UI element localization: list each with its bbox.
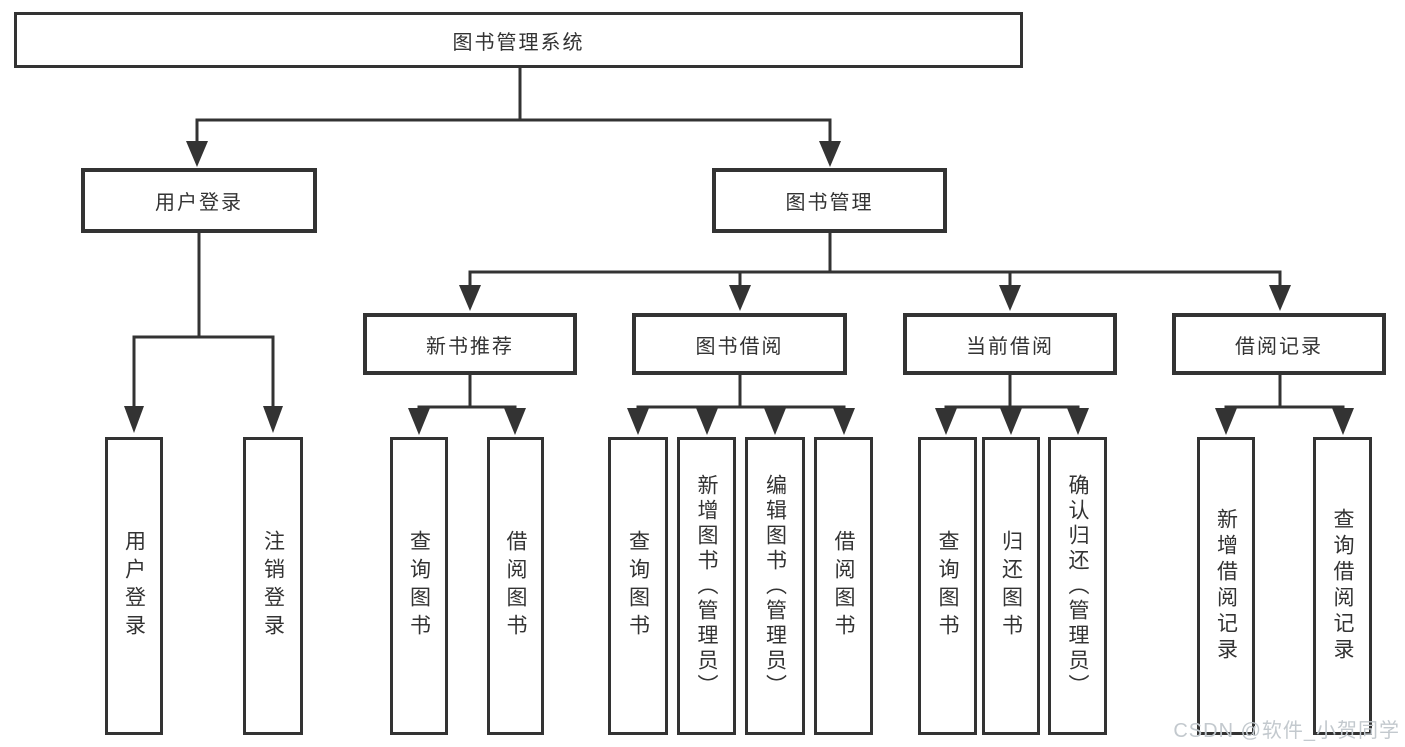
leaf-borrow-books-borrowing: 借阅图书 (814, 437, 873, 735)
node-book-borrowing-label: 图书借阅 (695, 335, 784, 358)
node-new-book-recommend-label: 新书推荐 (426, 335, 514, 358)
leaf-confirm-return-admin: 确认归还（管理员） (1048, 437, 1107, 735)
node-current-borrowing: 当前借阅 (903, 313, 1117, 375)
node-borrowing-records-label: 借阅记录 (1235, 335, 1323, 358)
leaf-logout-label: 注销登录 (261, 530, 285, 642)
leaf-query-books-borrowing-label: 查询图书 (626, 530, 650, 642)
leaf-query-borrow-record: 查询借阅记录 (1313, 437, 1372, 735)
node-borrowing-records: 借阅记录 (1172, 313, 1386, 375)
leaf-borrow-books-borrowing-label: 借阅图书 (832, 530, 855, 642)
leaf-query-books-recommend-label: 查询图书 (407, 530, 431, 642)
leaf-borrow-books-recommend: 借阅图书 (487, 437, 544, 735)
node-user-login: 用户登录 (81, 168, 317, 233)
node-current-borrowing-label: 当前借阅 (966, 335, 1054, 358)
leaf-user-login-label: 用户登录 (122, 530, 146, 642)
node-user-login-label: 用户登录 (155, 192, 243, 214)
node-book-management-label: 图书管理 (785, 192, 874, 214)
leaf-add-borrow-record-label: 新增借阅记录 (1214, 508, 1238, 664)
leaf-confirm-return-admin-label: 确认归还（管理员） (1066, 473, 1089, 699)
connector-borrowing-records-branch (1224, 373, 1345, 409)
node-book-management: 图书管理 (712, 168, 947, 233)
leaf-add-borrow-record: 新增借阅记录 (1197, 437, 1255, 735)
leaf-logout: 注销登录 (243, 437, 303, 735)
node-new-book-recommend: 新书推荐 (363, 313, 577, 375)
node-root-label: 图书管理系统 (452, 31, 585, 54)
connector-user-login-branch (132, 230, 275, 410)
leaf-add-book-admin-label: 新增图书（管理员） (695, 473, 718, 699)
leaf-return-books-label: 归还图书 (999, 530, 1023, 642)
leaf-edit-book-admin: 编辑图书（管理员） (745, 437, 805, 735)
leaf-query-borrow-record-label: 查询借阅记录 (1331, 508, 1354, 664)
leaf-query-books-recommend: 查询图书 (390, 437, 448, 735)
connector-book-borrowing-branch (636, 373, 846, 409)
node-root: 图书管理系统 (14, 12, 1023, 68)
leaf-user-login: 用户登录 (105, 437, 163, 735)
leaf-return-books: 归还图书 (982, 437, 1040, 735)
watermark-text: CSDN @软件_小贺同学 (1173, 720, 1400, 742)
connector-new-book-recommend-branch (417, 373, 517, 409)
leaf-query-books-current: 查询图书 (918, 437, 977, 735)
leaf-edit-book-admin-label: 编辑图书（管理员） (763, 473, 787, 699)
leaf-borrow-books-recommend-label: 借阅图书 (504, 530, 527, 642)
leaf-query-books-borrowing: 查询图书 (608, 437, 668, 735)
leaf-query-books-current-label: 查询图书 (936, 530, 959, 642)
node-book-borrowing: 图书借阅 (632, 313, 847, 375)
connector-root-to-level2 (195, 66, 832, 146)
connector-book-management-branch (468, 230, 1282, 289)
connector-current-borrowing-branch (944, 374, 1080, 409)
leaf-add-book-admin: 新增图书（管理员） (677, 437, 736, 735)
